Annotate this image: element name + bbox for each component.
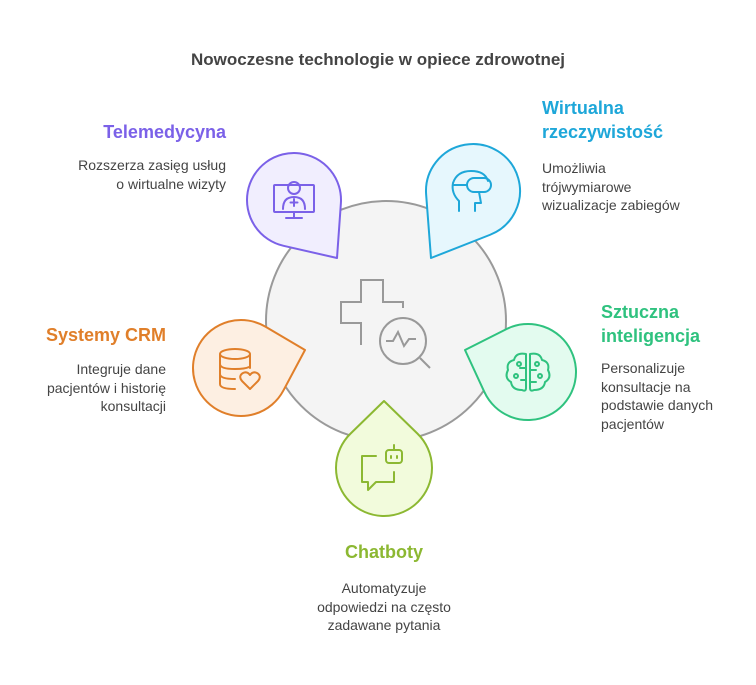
medical-cross-search-icon <box>340 279 431 369</box>
desc-line: konsultacji <box>100 398 166 414</box>
desc-line: trójwymiarowe <box>542 178 632 195</box>
desc-line: pacjentów <box>601 415 665 432</box>
vr-droplet <box>425 143 521 259</box>
desc-line: o wirtualne wizyty <box>116 175 226 192</box>
label-line: Sztuczna <box>601 302 680 322</box>
desc-line: pacjentów i historię <box>46 379 166 396</box>
desc-line: odpowiedzi na często <box>317 598 451 615</box>
telemedicine-monitor-icon <box>273 181 315 219</box>
desc-line: wizualizacje zabiegów <box>542 197 680 213</box>
chatboty-desc: Automatyzuje odpowiedzi na często zadawa… <box>254 579 514 635</box>
desc-line: Umożliwia <box>542 160 606 176</box>
crm-desc: Integruje dane pacjentów i historię kons… <box>47 360 166 416</box>
brain-circuit-icon <box>505 352 551 392</box>
label-line: Wirtualna <box>542 98 624 118</box>
label-line: inteligencja <box>601 326 701 346</box>
desc-line: Integruje dane <box>76 361 166 377</box>
vr-desc: Umożliwia trójwymiarowe wizualizacje zab… <box>542 159 680 215</box>
desc-line: Personalizuje <box>601 360 686 376</box>
label-line: rzeczywistość <box>542 122 664 142</box>
chatbot-icon <box>361 444 403 491</box>
desc-line: konsultacje na <box>601 378 691 395</box>
vr-label: Wirtualna rzeczywistość <box>542 96 663 144</box>
page-title: Nowoczesne technologie w opiece zdrowotn… <box>190 50 566 69</box>
ai-label: Sztuczna inteligencja <box>601 300 700 348</box>
telemedycyna-desc: Rozszerza zasięg usług o wirtualne wizyt… <box>78 156 226 193</box>
desc-line: zadawane pytania <box>327 617 441 633</box>
desc-line: podstawie danych <box>601 397 714 413</box>
crm-label: Systemy CRM <box>45 325 166 345</box>
telemedycyna-label: Telemedycyna <box>103 122 226 142</box>
desc-line: Automatyzuje <box>341 580 427 596</box>
ai-droplet <box>464 323 577 421</box>
ai-desc: Personalizuje konsultacje na podstawie d… <box>601 359 713 433</box>
database-heart-icon <box>219 348 261 390</box>
chatboty-droplet <box>335 400 433 517</box>
desc-line: Rozszerza zasięg usług <box>78 157 226 173</box>
vr-headset-icon <box>451 170 492 212</box>
chatboty-label: Chatboty <box>345 542 423 562</box>
